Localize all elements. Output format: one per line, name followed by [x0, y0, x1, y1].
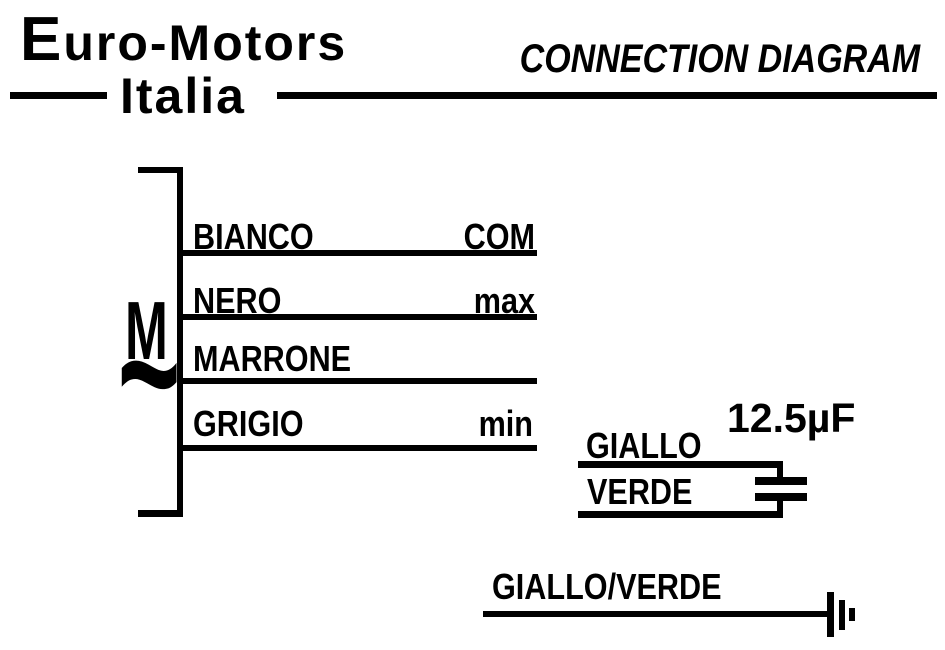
motor-bracket-vertical-line — [177, 167, 183, 517]
wire-label-marrone: MARRONE — [193, 338, 352, 379]
logo-divider-left-line — [10, 92, 107, 99]
wire-line-bianco — [177, 250, 537, 256]
ground-bar-medium — [839, 600, 845, 630]
ground-wire-line — [483, 611, 831, 617]
brand-name: uro-Motors — [63, 15, 348, 71]
page-title: CONNECTION DIAGRAM — [519, 37, 920, 81]
wire-label-bianco: BIANCO — [193, 216, 314, 257]
motor-symbol: M — [125, 284, 168, 377]
capacitor-value-label: 12.5µF — [727, 395, 856, 441]
ac-wave-icon: ~ — [117, 272, 181, 474]
ground-wire-label: GIALLO/VERDE — [492, 566, 722, 607]
wire-label-giallo: GIALLO — [586, 425, 702, 466]
wire-line-verde — [578, 511, 783, 518]
capacitor-lead-top — [777, 461, 783, 481]
terminal-label-com: COM — [463, 216, 535, 257]
brand-subname: Italia — [120, 68, 246, 124]
wire-line-marrone — [177, 378, 537, 384]
wire-line-giallo — [578, 461, 783, 468]
ground-bar-long — [827, 592, 834, 637]
capacitor-plate-bottom — [755, 493, 807, 501]
wire-line-grigio — [177, 445, 537, 451]
wire-line-nero — [177, 314, 537, 320]
brand-initial: E — [20, 5, 64, 74]
wire-label-verde: VERDE — [587, 471, 693, 512]
header-divider-line — [277, 92, 937, 99]
ground-bar-short — [849, 608, 855, 621]
terminal-label-min: min — [478, 403, 533, 444]
wire-label-grigio: GRIGIO — [193, 403, 304, 444]
wire-label-nero: NERO — [193, 280, 282, 321]
motor-bracket-top-arm — [138, 167, 183, 173]
brand-logo: Euro-Motors — [20, 9, 347, 71]
capacitor-lead-bottom — [777, 499, 783, 518]
motor-bracket-bottom-arm — [138, 510, 183, 517]
terminal-label-max: max — [473, 280, 535, 321]
capacitor-plate-top — [755, 477, 807, 485]
